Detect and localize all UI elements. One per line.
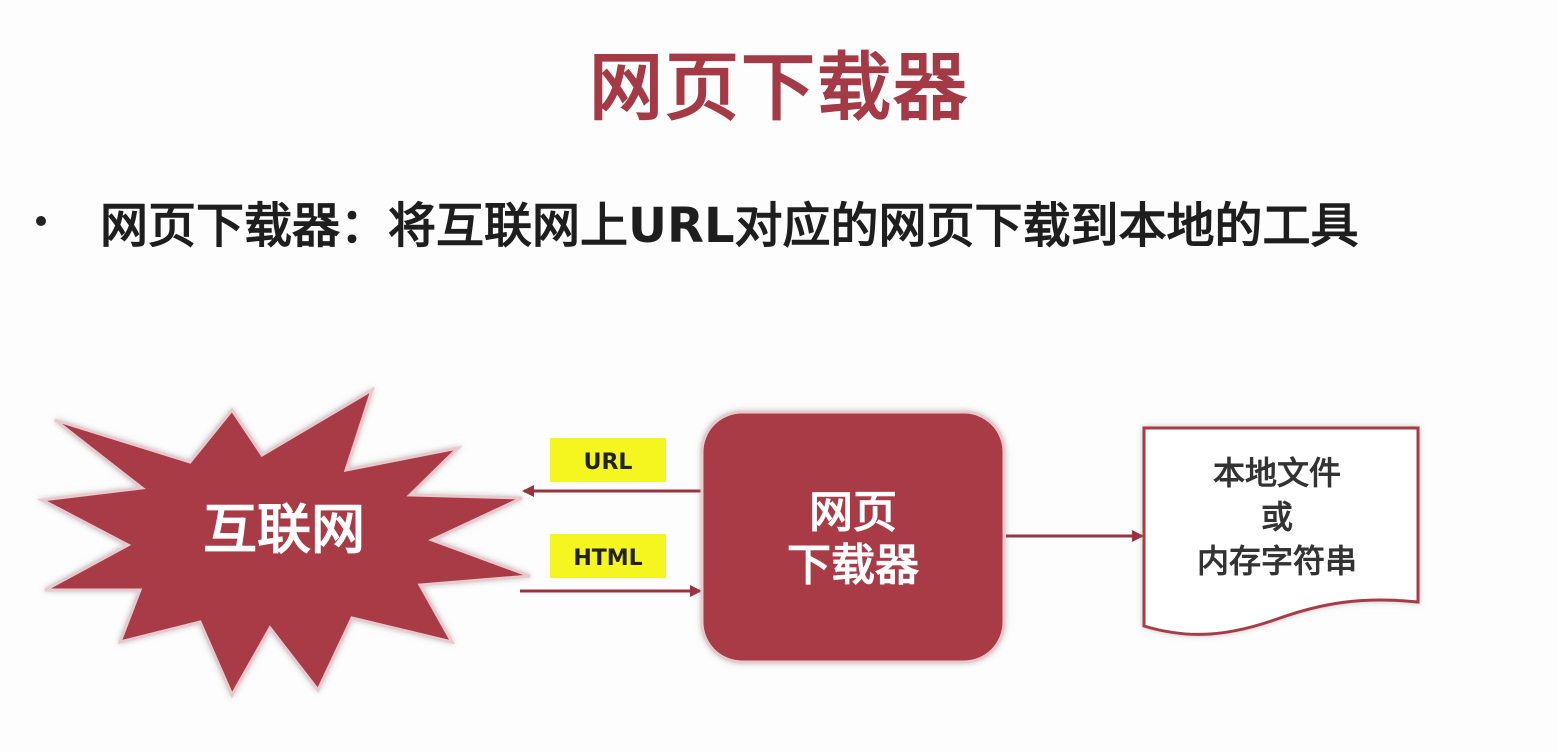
downloader-label-line1: 网页 — [809, 487, 897, 538]
html-tag-bg — [550, 534, 666, 578]
internet-starburst: 互联网 — [37, 386, 531, 699]
html-tag-label: HTML — [573, 546, 642, 571]
url-tag-bg — [550, 438, 666, 482]
downloader-box-shape — [700, 410, 1006, 664]
output-document: 本地文件 或 内存字符串 — [1142, 426, 1420, 636]
starburst-shape — [37, 386, 531, 699]
output-label-line3: 内存字符串 — [1197, 542, 1357, 580]
downloader-box: 网页 下载器 — [700, 410, 1006, 664]
downloader-label-line2: 下载器 — [787, 540, 920, 591]
bullet-line: 网页下载器：将互联网上URL对应的网页下载到本地的工具 — [36, 186, 1359, 256]
output-label-line1: 本地文件 — [1213, 454, 1341, 492]
internet-label: 互联网 — [203, 498, 365, 561]
url-tag: URL — [550, 438, 666, 482]
slide-title: 网页下载器 — [589, 45, 969, 131]
output-label-line2: 或 — [1261, 498, 1293, 536]
url-tag-label: URL — [584, 450, 633, 475]
bullet-dot — [36, 216, 46, 226]
bullet-text: 网页下载器：将互联网上URL对应的网页下载到本地的工具 — [100, 198, 1359, 254]
html-tag: HTML — [550, 534, 666, 578]
output-document-shape — [1142, 426, 1420, 636]
